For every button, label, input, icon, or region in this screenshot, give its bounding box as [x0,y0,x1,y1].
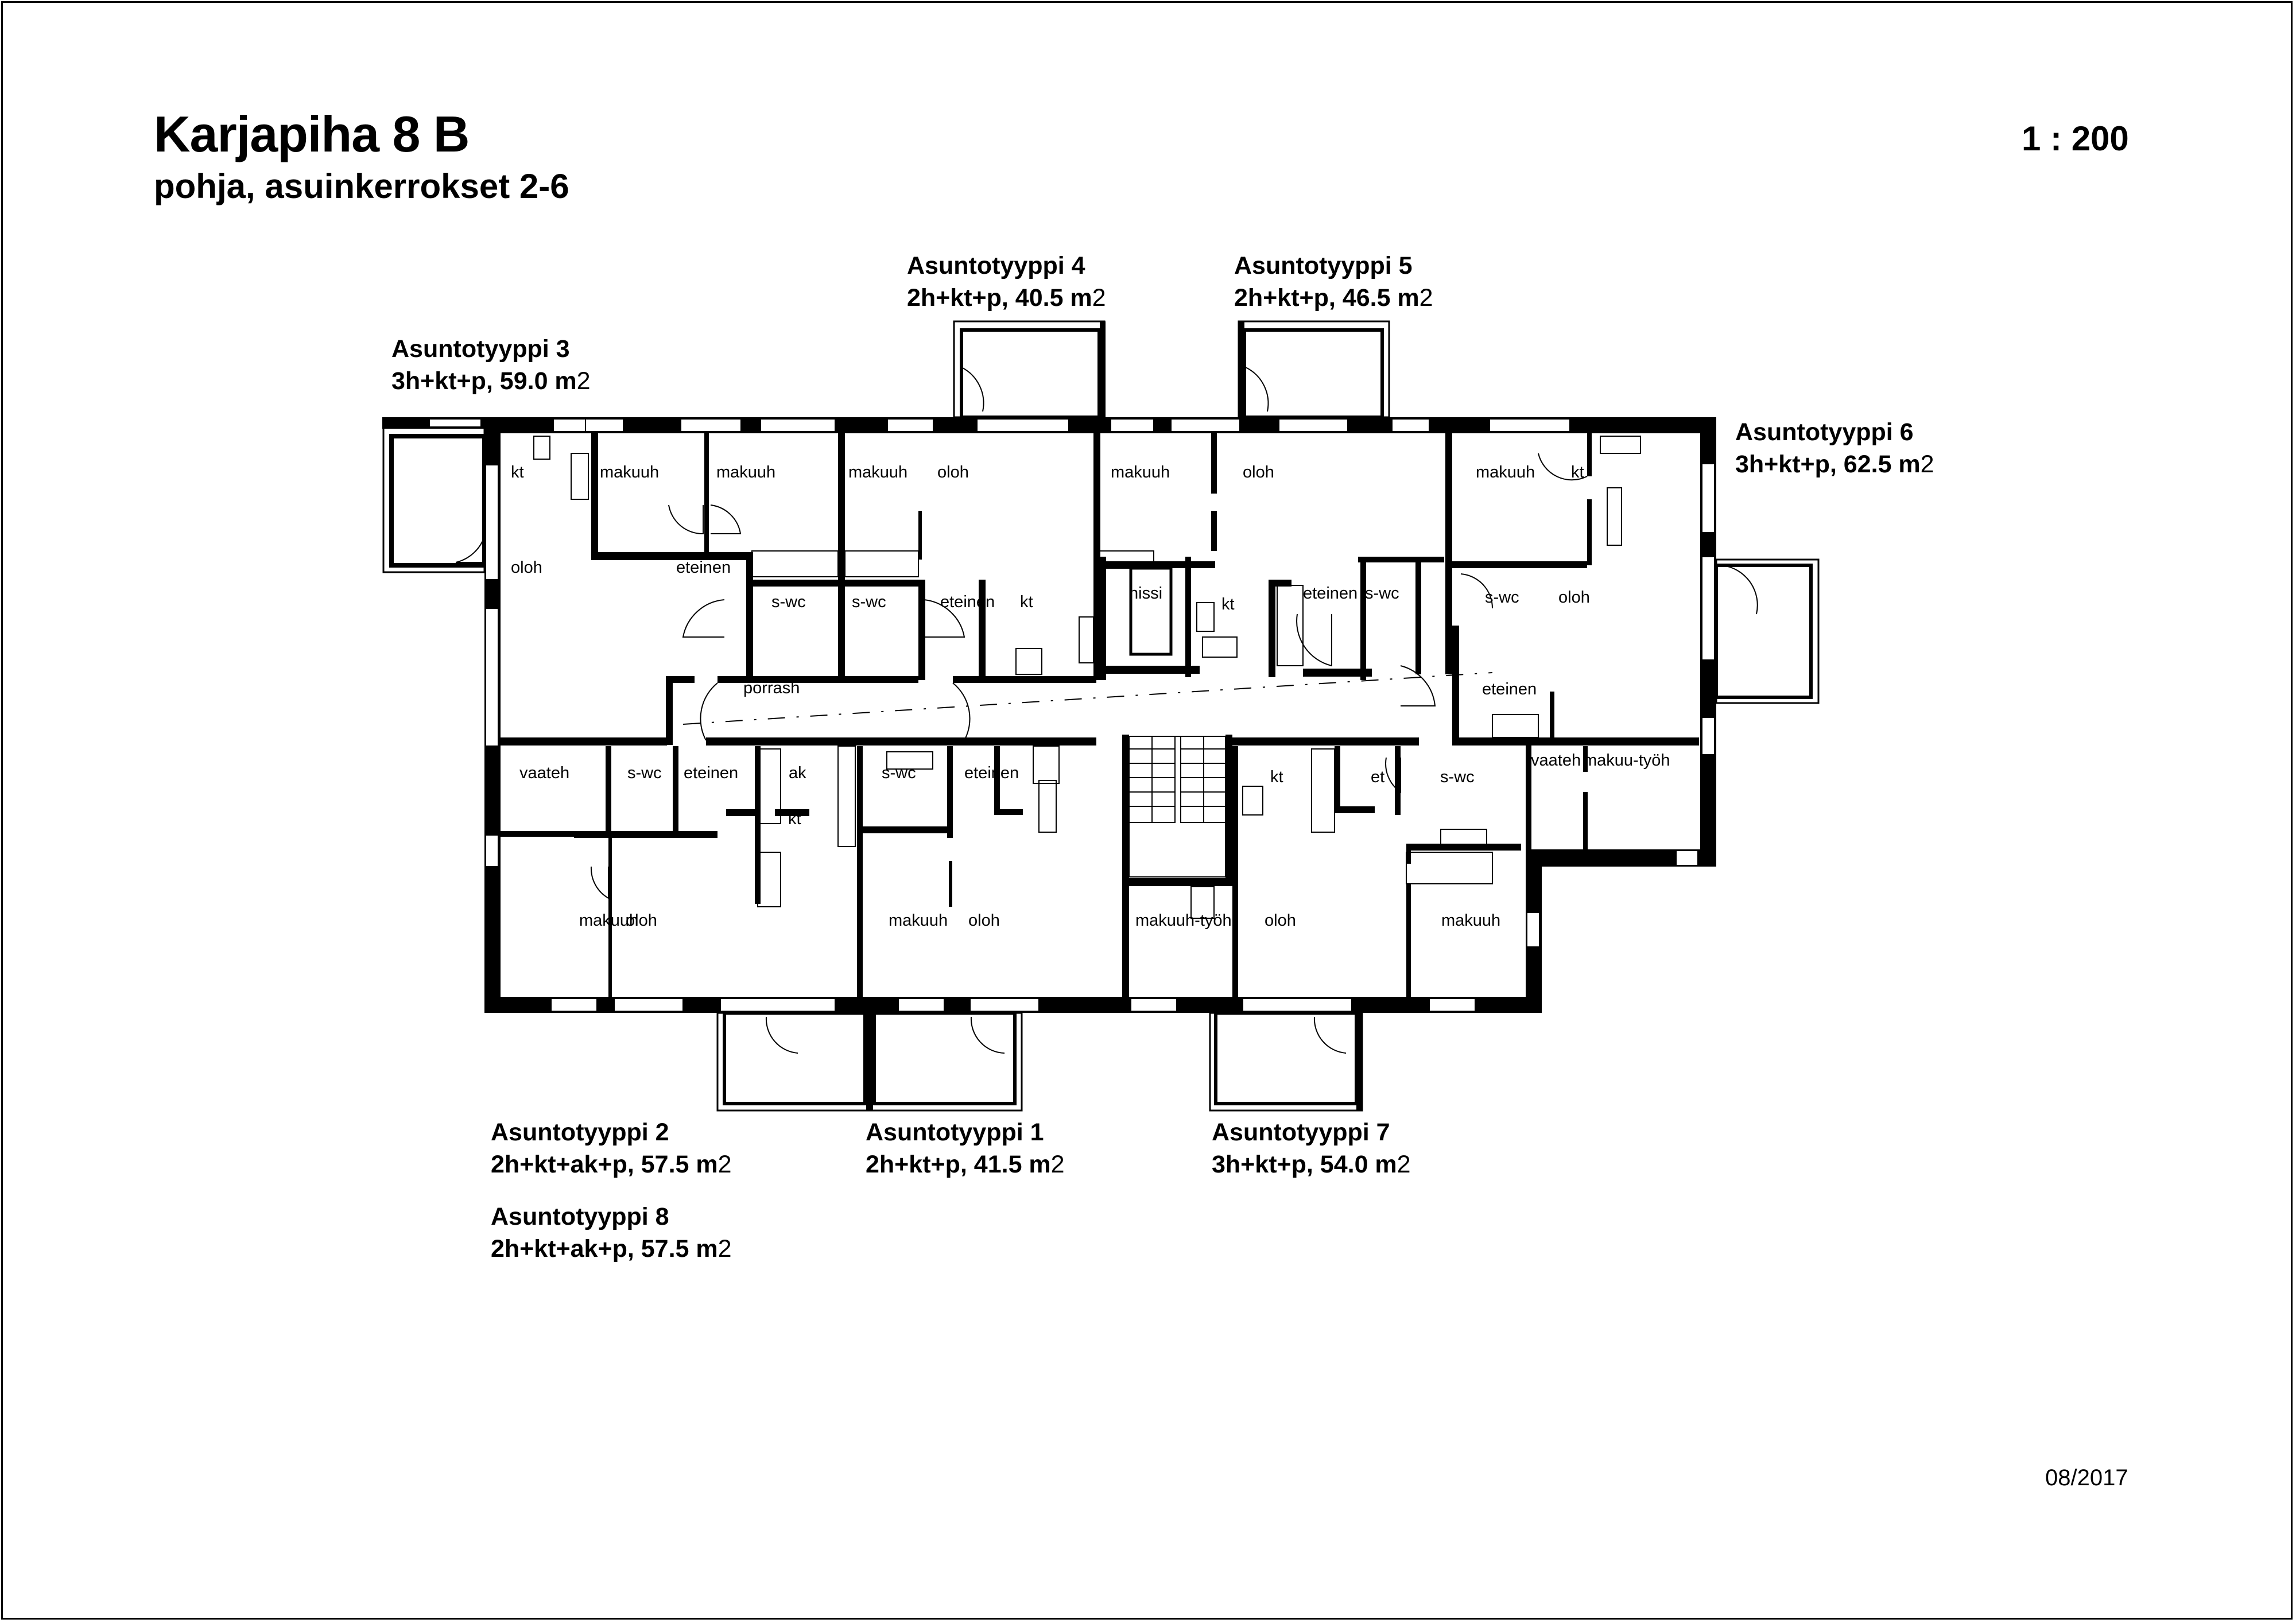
room-label: kt [1020,593,1033,611]
room-label: vaateh [519,764,569,782]
apartment-spec: 3h+kt+p, 54.0 m2 [1212,1151,1411,1178]
room-label: kt [1221,595,1235,614]
room-label: s-wc [1485,588,1519,607]
room-label: makuuh [1111,463,1170,482]
apartment-name: Asuntotyyppi 8 [491,1203,669,1230]
room-label: makuuh [579,911,638,930]
room-label: oloh [626,911,657,930]
apartment-name: Asuntotyyppi 7 [1212,1119,1390,1146]
room-label: makuuh [600,463,659,482]
apartment-spec: 2h+kt+ak+p, 57.5 m2 [491,1151,732,1178]
apartment-label-4: Asuntotyyppi 4 2h+kt+p, 40.5 m2 [907,250,1106,314]
room-label: porrash [743,679,800,697]
apartment-spec: 2h+kt+p, 46.5 m2 [1234,284,1433,312]
room-label: makuuh [1476,463,1535,482]
elevator [1129,566,1173,656]
apartment-name: Asuntotyyppi 1 [866,1119,1044,1146]
room-label: oloh [1243,463,1274,482]
apartment-label-6: Asuntotyyppi 6 3h+kt+p, 62.5 m2 [1735,416,1934,480]
apartment-name: Asuntotyyppi 5 [1234,252,1413,279]
room-label: makuu-työh [1583,751,1670,770]
room-label: kt [1270,768,1283,786]
room-label: eteinen [684,764,738,782]
apartment-name: Asuntotyyppi 4 [907,252,1085,279]
staircase [1128,736,1227,877]
apartment-label-1: Asuntotyyppi 1 2h+kt+p, 41.5 m2 [866,1116,1065,1181]
balcony-4 [953,320,1106,418]
apartment-spec: 2h+kt+p, 40.5 m2 [907,284,1106,312]
room-label: eteinen [1482,680,1537,698]
room-label: et [1371,768,1384,786]
drawing-scale: 1 : 200 [2022,119,2129,158]
door-swings [455,367,1758,1054]
room-label: oloh [937,463,969,482]
fixtures [533,436,1641,919]
room-label: kt [788,810,801,828]
balcony-2 [716,1012,871,1112]
balcony-1 [868,1012,1023,1112]
room-label: vaateh [1531,751,1581,770]
room-label: s-wc [882,764,916,782]
room-label: s-wc [1365,584,1399,603]
room-label: makuuh-työh [1135,911,1232,930]
drawing-date: 08/2017 [2045,1465,2128,1490]
room-label: s-wc [771,593,806,611]
apartment-name: Asuntotyyppi 6 [1735,418,1914,446]
balconies [382,320,1820,1112]
apartment-label-8: Asuntotyyppi 8 2h+kt+ak+p, 57.5 m2 [491,1201,732,1265]
apartment-name: Asuntotyyppi 3 [391,335,570,363]
room-label: makuuh [848,463,907,482]
balcony-3 [382,426,486,573]
room-label: s-wc [852,593,886,611]
windows [429,418,1715,1012]
interior-walls [501,433,1699,999]
apartment-spec: 2h+kt+ak+p, 57.5 m2 [491,1235,732,1263]
drawing-subtitle: pohja, asuinkerrokset 2-6 [154,167,569,205]
balcony-5 [1238,320,1390,418]
balcony-7 [1209,1012,1363,1112]
room-label: oloh [968,911,1000,930]
drawing-title: Karjapiha 8 B [154,106,470,162]
room-label: eteinen [964,764,1019,782]
corridor-centerline [682,672,1493,725]
apartment-name: Asuntotyyppi 2 [491,1119,669,1146]
balcony-6 [1715,558,1820,704]
room-label: oloh [511,558,542,577]
apartment-spec: 2h+kt+p, 41.5 m2 [866,1151,1065,1178]
room-label: eteinen [676,558,731,577]
room-label: ak [789,764,806,782]
room-label: makuuh [716,463,775,482]
room-label: s-wc [627,764,662,782]
room-label: oloh [1265,911,1296,930]
room-label: makuuh [889,911,948,930]
apartment-label-3: Asuntotyyppi 3 3h+kt+p, 59.0 m2 [391,333,591,397]
room-label: kt [511,463,524,482]
apartment-label-2: Asuntotyyppi 2 2h+kt+ak+p, 57.5 m2 [491,1116,732,1181]
room-label: makuuh [1441,911,1500,930]
room-label: eteinen [1303,584,1358,603]
apartment-spec: 3h+kt+p, 59.0 m2 [391,367,591,395]
room-label: oloh [1558,588,1590,607]
apartment-label-5: Asuntotyyppi 5 2h+kt+p, 46.5 m2 [1234,250,1433,314]
room-label: hissi [1129,584,1162,603]
apartment-label-7: Asuntotyyppi 7 3h+kt+p, 54.0 m2 [1212,1116,1411,1181]
room-label: kt [1571,463,1584,482]
apartment-spec: 3h+kt+p, 62.5 m2 [1735,451,1934,478]
room-label: eteinen [940,593,995,611]
room-label: s-wc [1440,768,1475,786]
